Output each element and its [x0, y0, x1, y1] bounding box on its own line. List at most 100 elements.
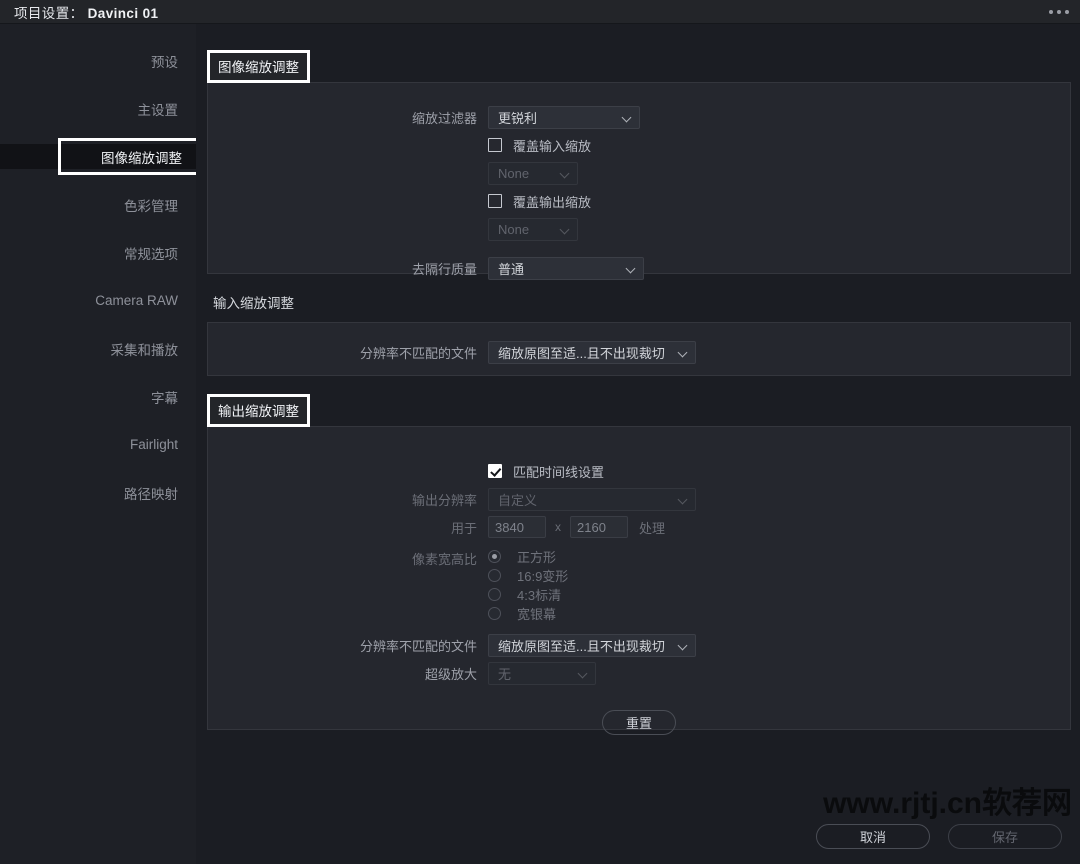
label-output-resolution: 输出分辨率: [411, 492, 477, 508]
panel-output-scaling: 匹配时间线设置 输出分辨率 自定义 用于 x 处理: [207, 426, 1071, 735]
radio-16-9-anamorphic[interactable]: [488, 569, 501, 582]
more-horizontal-icon[interactable]: [1049, 9, 1069, 14]
row-override-input-scaling: 覆盖输入缩放: [208, 131, 1070, 159]
select-input-mismatched-files[interactable]: 缩放原图至适...且不出现裁切: [488, 340, 696, 364]
label-custom-resolution: 用于: [450, 520, 477, 536]
label-4-3-sd: 4:3标清: [517, 588, 562, 603]
chevron-down-icon: [627, 264, 636, 273]
select-output-mismatched-files-value: 缩放原图至适...且不出现裁切: [498, 638, 665, 654]
row-input-mismatched-files: 分辨率不匹配的文件 缩放原图至适...且不出现裁切: [208, 338, 1070, 366]
chevron-down-icon: [561, 169, 570, 178]
reset-button[interactable]: 重置: [602, 710, 676, 735]
label-input-mismatched-files: 分辨率不匹配的文件: [359, 345, 477, 361]
row-custom-resolution: 用于 x 处理: [208, 513, 1070, 541]
save-button[interactable]: 保存: [948, 823, 1062, 849]
select-input-mismatched-files-value: 缩放原图至适...且不出现裁切: [498, 345, 665, 361]
label-square: 正方形: [517, 550, 557, 565]
select-override-input-scaling[interactable]: None: [488, 161, 578, 185]
row-deinterlace-quality: 去隔行质量 普通: [208, 254, 1070, 282]
sidebar-item-label: Camera RAW: [95, 293, 178, 308]
chevron-down-icon: [623, 113, 632, 122]
settings-sidebar: 预设 主设置 图像缩放调整 色彩管理 常规选项 Camera RAW 采集和播放…: [0, 24, 200, 864]
sidebar-item-master-settings[interactable]: 主设置: [0, 96, 196, 121]
label-resolution-suffix: 处理: [639, 520, 666, 536]
chevron-down-icon: [579, 669, 588, 678]
radio-row-cinemascope[interactable]: 宽银幕: [488, 604, 568, 623]
select-deinterlace-quality[interactable]: 普通: [488, 256, 644, 280]
window-title-prefix: 项目设置：: [14, 5, 84, 21]
chevron-down-icon: [561, 225, 570, 234]
project-name: Davinci 01: [87, 5, 159, 21]
settings-dialog: 预设 主设置 图像缩放调整 色彩管理 常规选项 Camera RAW 采集和播放…: [0, 24, 1080, 864]
sidebar-item-presets[interactable]: 预设: [0, 48, 196, 73]
radio-square[interactable]: [488, 550, 501, 563]
select-super-scale-value: 无: [498, 666, 512, 682]
row-match-timeline-settings: 匹配时间线设置: [208, 457, 1070, 485]
input-resolution-width[interactable]: [488, 516, 546, 538]
chevron-down-icon: [679, 495, 688, 504]
select-output-mismatched-files[interactable]: 缩放原图至适...且不出现裁切: [488, 633, 696, 657]
chevron-down-icon: [679, 348, 688, 357]
section-header-output-scaling: 输出缩放调整: [207, 394, 310, 427]
row-override-output-scaling: 覆盖输出缩放: [208, 187, 1070, 215]
sidebar-item-label: Fairlight: [129, 437, 178, 452]
label-override-input-scaling: 覆盖输入缩放: [513, 138, 592, 154]
row-override-input-select: None: [208, 159, 1070, 187]
sidebar-item-label: 采集和播放: [110, 342, 179, 358]
label-cinemascope: 宽银幕: [517, 607, 557, 622]
sidebar-item-path-mapping[interactable]: 路径映射: [0, 480, 196, 505]
title-bar: 项目设置： Davinci 01: [0, 0, 1080, 24]
select-scaling-filter[interactable]: 更锐利: [488, 105, 640, 129]
radio-cinemascope[interactable]: [488, 607, 501, 620]
resolution-separator: x: [555, 520, 561, 534]
row-output-resolution: 输出分辨率 自定义: [208, 485, 1070, 513]
select-output-resolution[interactable]: 自定义: [488, 487, 696, 511]
row-super-scale: 超级放大 无: [208, 659, 1070, 687]
sidebar-item-image-scaling[interactable]: 图像缩放调整: [0, 138, 200, 175]
sidebar-item-fairlight[interactable]: Fairlight: [0, 432, 196, 457]
sidebar-item-label: 色彩管理: [124, 198, 178, 214]
sidebar-item-capture-playback[interactable]: 采集和播放: [0, 336, 196, 361]
select-super-scale[interactable]: 无: [488, 661, 596, 685]
row-override-output-select: None: [208, 215, 1070, 243]
settings-content: 图像缩放调整 缩放过滤器 更锐利 覆盖输入缩放 None: [196, 24, 1080, 864]
cancel-button[interactable]: 取消: [816, 823, 930, 849]
label-match-timeline-settings: 匹配时间线设置: [513, 464, 605, 480]
radio-4-3-sd[interactable]: [488, 588, 501, 601]
dialog-footer: 取消 保存: [196, 808, 1080, 864]
window-title: 项目设置： Davinci 01: [14, 2, 158, 22]
checkbox-override-output-scaling[interactable]: [488, 194, 502, 208]
row-pixel-aspect-ratio: 像素宽高比 正方形 16:9变形 4:3标清: [208, 547, 1070, 623]
label-super-scale: 超级放大: [424, 666, 477, 682]
label-override-output-scaling: 覆盖输出缩放: [513, 194, 592, 210]
checkbox-override-input-scaling[interactable]: [488, 138, 502, 152]
row-scaling-filter: 缩放过滤器 更锐利: [208, 103, 1070, 131]
input-resolution-height[interactable]: [570, 516, 628, 538]
label-pixel-aspect-ratio: 像素宽高比: [411, 552, 477, 567]
label-output-mismatched-files: 分辨率不匹配的文件: [359, 638, 477, 654]
chevron-down-icon: [679, 641, 688, 650]
radio-group-pixel-aspect-ratio: 正方形 16:9变形 4:3标清 宽银幕: [488, 547, 568, 623]
radio-row-square[interactable]: 正方形: [488, 547, 568, 566]
reset-button-container: 重置: [208, 710, 1070, 735]
radio-row-16-9-anamorphic[interactable]: 16:9变形: [488, 566, 568, 585]
sidebar-item-label: 字幕: [151, 390, 178, 406]
sidebar-item-label: 图像缩放调整: [101, 150, 182, 166]
sidebar-item-color-management[interactable]: 色彩管理: [0, 192, 196, 217]
select-scaling-filter-value: 更锐利: [498, 110, 538, 126]
label-16-9-anamorphic: 16:9变形: [517, 569, 569, 584]
select-output-resolution-value: 自定义: [498, 492, 538, 508]
panel-input-scaling: 分辨率不匹配的文件 缩放原图至适...且不出现裁切: [207, 322, 1071, 376]
sidebar-item-camera-raw[interactable]: Camera RAW: [0, 288, 196, 313]
sidebar-item-label: 主设置: [137, 102, 179, 118]
sidebar-item-general-options[interactable]: 常规选项: [0, 240, 196, 265]
sidebar-item-subtitles[interactable]: 字幕: [0, 384, 196, 409]
radio-row-4-3-sd[interactable]: 4:3标清: [488, 585, 568, 604]
select-override-output-scaling-value: None: [498, 221, 530, 237]
label-scaling-filter: 缩放过滤器: [411, 110, 477, 126]
select-override-output-scaling[interactable]: None: [488, 217, 578, 241]
panel-image-scaling: 缩放过滤器 更锐利 覆盖输入缩放 None: [207, 82, 1071, 280]
section-header-image-scaling: 图像缩放调整: [207, 50, 310, 83]
sidebar-item-label: 常规选项: [124, 246, 178, 262]
checkbox-match-timeline-settings[interactable]: [488, 464, 502, 478]
